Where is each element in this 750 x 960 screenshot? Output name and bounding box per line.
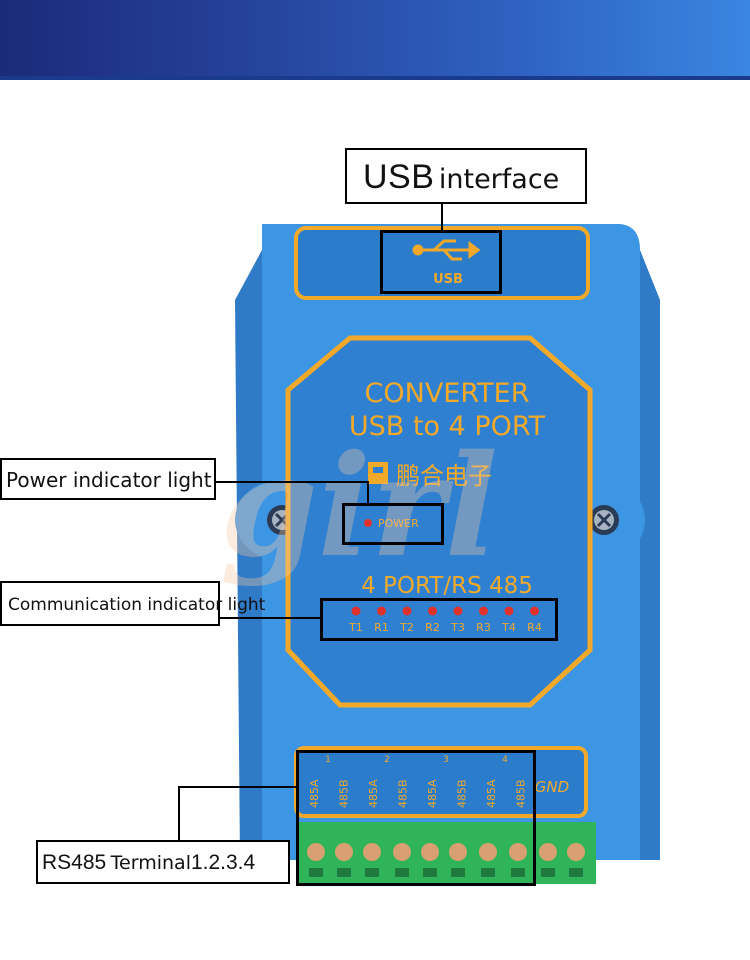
header-banner <box>0 0 750 80</box>
brand-logo-icon <box>368 462 388 484</box>
terminal-label: 485A <box>485 779 498 808</box>
power-leader-h <box>216 481 368 483</box>
device-left-edge <box>235 250 262 860</box>
led-t2 <box>402 606 412 616</box>
terminal-label: 485B <box>515 779 528 808</box>
usb-callout-small: interface <box>438 164 560 195</box>
gnd-label: GND <box>535 778 569 796</box>
led-r3 <box>479 606 488 616</box>
banner-edge <box>0 76 750 80</box>
port-number: 4 <box>502 755 508 765</box>
rs-callout-c: 1.2.3.4 <box>190 851 256 874</box>
led-label: R3 <box>476 621 491 634</box>
converter-line1: CONVERTER <box>365 378 530 409</box>
led-t4 <box>504 606 514 616</box>
led-label: T2 <box>399 621 414 634</box>
power-led <box>364 519 372 527</box>
terminal-slots <box>309 868 583 877</box>
usb-interface-callout: USB interface <box>345 148 587 204</box>
comm-leader <box>220 617 320 619</box>
rs-callout-b: Terminal <box>110 852 191 874</box>
terminal-label: 485B <box>456 779 469 808</box>
usb-symbol-icon <box>412 239 481 261</box>
led-label: T3 <box>450 621 465 634</box>
terminal-labels: 485A 485B 485A 485B 485A 485B 485A 485B 1 2 3 4 <box>308 755 528 808</box>
usb-leader <box>441 204 443 232</box>
power-indicator-callout: Power indicator light <box>0 458 216 500</box>
led-label: R2 <box>425 621 440 634</box>
terminal-label: 485A <box>308 779 321 808</box>
terminal-label: 485A <box>426 779 439 808</box>
communication-leds: T1 R1 T2 R2 T3 R3 T4 R4 <box>348 606 542 634</box>
terminal-label: 485A <box>367 779 380 808</box>
usb-callout-big: USB <box>363 158 435 196</box>
led-label: T1 <box>348 621 363 634</box>
port-number: 1 <box>325 755 331 765</box>
front-panel <box>285 335 593 708</box>
watermark: girl <box>220 425 498 589</box>
communication-indicator-callout: Communication indicator light <box>0 581 265 626</box>
led-t1 <box>351 606 361 616</box>
usb-outline <box>380 230 502 294</box>
rs485-terminal-callout: RS485 Terminal1.2.3.4 <box>36 840 290 884</box>
port-number: 3 <box>443 755 449 765</box>
led-label: R1 <box>374 621 389 634</box>
led-r1 <box>377 606 386 616</box>
power-leader-v <box>367 481 369 505</box>
converter-line2: USB to 4 PORT <box>349 411 546 442</box>
led-outline <box>320 598 558 641</box>
led-r2 <box>428 606 437 616</box>
led-r4 <box>530 606 539 616</box>
terminal-label: 485B <box>397 779 410 808</box>
led-label: T4 <box>501 621 516 634</box>
terminal-label: 485B <box>338 779 351 808</box>
power-outline <box>342 503 444 545</box>
port-title: 4 PORT/RS 485 <box>361 573 533 599</box>
led-t3 <box>453 606 463 616</box>
brand-text: 鹏合电子 <box>396 462 492 490</box>
terminal-outline <box>296 750 536 886</box>
rs-leader-v <box>178 786 180 842</box>
power-label: POWER <box>378 517 419 530</box>
usb-label: USB <box>433 272 463 287</box>
terminal-screws <box>307 843 585 861</box>
port-number: 2 <box>384 755 390 765</box>
rs-leader-h <box>178 786 296 788</box>
led-label: R4 <box>527 621 542 634</box>
device-right-edge <box>640 250 660 860</box>
rs-callout-a: RS485 <box>42 851 107 874</box>
